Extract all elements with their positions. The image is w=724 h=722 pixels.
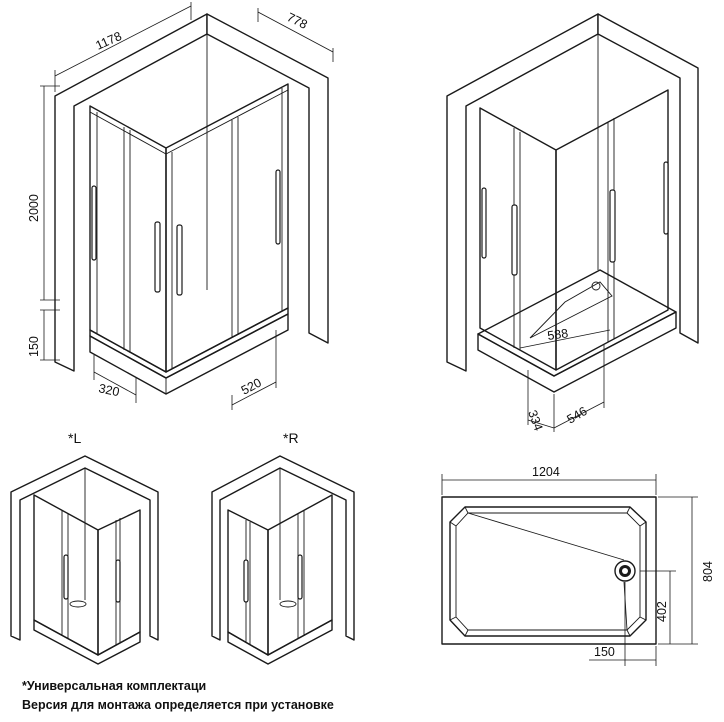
left-wall xyxy=(54,13,208,372)
view-main-isometric: 1178 778 2000 150 320 520 xyxy=(27,2,334,410)
dim-front-entry: 320 xyxy=(97,381,120,399)
dim-side-entry: 520 xyxy=(239,375,264,397)
shower-tray xyxy=(477,311,677,393)
drain-outer-icon xyxy=(614,560,636,582)
view-variant-left: *L xyxy=(10,430,159,665)
glass-side-right xyxy=(165,83,289,373)
dim-entry-right: 546 xyxy=(565,404,590,427)
dim-tray-length: 1204 xyxy=(532,465,560,479)
glass-side-right xyxy=(555,89,669,371)
side-handle-left-icon xyxy=(91,185,97,261)
variant-right-handle-icon xyxy=(243,559,249,603)
view-tray-top: 1204 804 402 150 xyxy=(441,465,715,666)
door-handle-left-icon xyxy=(511,204,518,276)
view-variant-right: *R xyxy=(211,430,355,665)
note-universal: *Универсальная комплектаци xyxy=(22,679,207,693)
right-wall xyxy=(597,13,699,344)
right-wall xyxy=(206,13,329,344)
variant-left-label: *L xyxy=(68,430,81,446)
view-open-doors: 588 334 546 xyxy=(446,13,699,433)
dim-tray-entry: 588 xyxy=(546,326,569,343)
variant-right-label: *R xyxy=(283,430,299,446)
door-handle-left-icon xyxy=(154,221,161,293)
note-mounting: Версия для монтажа определяется при уста… xyxy=(22,698,334,712)
dim-entry-left: 334 xyxy=(525,408,545,432)
shower-tray xyxy=(89,307,289,379)
variant-right-handle-2-icon xyxy=(297,554,303,600)
dim-tray-width: 804 xyxy=(701,561,715,582)
variant-left-handle-2-icon xyxy=(115,559,121,603)
side-handle-right-icon xyxy=(275,169,281,245)
dim-tray-height: 150 xyxy=(27,336,41,357)
left-wall xyxy=(446,13,599,372)
door-handle-right-icon xyxy=(609,189,616,263)
side-handle-left-icon xyxy=(481,187,487,259)
door-handle-right-icon xyxy=(176,224,183,296)
side-handle-right-icon xyxy=(663,161,669,235)
installation-notes: *Универсальная комплектаци Версия для мо… xyxy=(22,677,702,715)
tray-outline xyxy=(441,496,657,645)
dim-drain-y: 402 xyxy=(655,601,669,622)
tray-basin xyxy=(449,506,647,637)
dim-width: 1178 xyxy=(94,29,124,53)
variant-left-handle-icon xyxy=(63,554,69,600)
dim-height: 2000 xyxy=(27,194,41,222)
dim-drain-x: 150 xyxy=(594,645,615,659)
